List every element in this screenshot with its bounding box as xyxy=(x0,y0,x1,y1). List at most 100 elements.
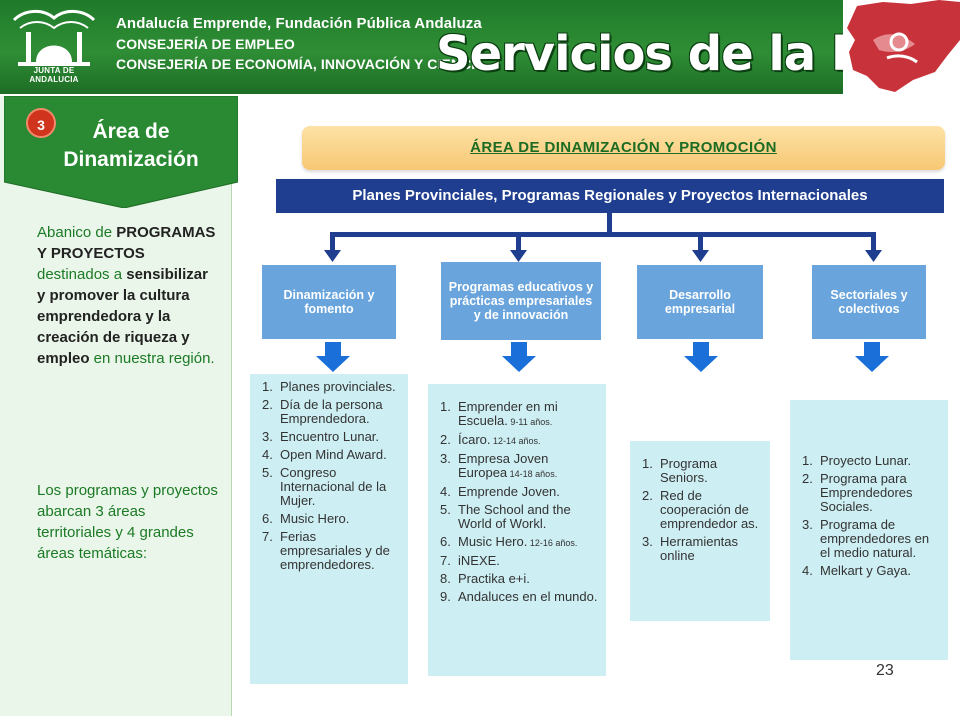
list-item: 5. The School and the World of Workl. xyxy=(440,503,598,531)
category-box-dinamizacion: Dinamización y fomento xyxy=(262,265,396,339)
list-item: 2.Día de la persona Emprendedora. xyxy=(262,398,398,426)
list-item-number: 2. xyxy=(802,471,813,486)
list-item-age: 14-18 años. xyxy=(507,469,558,479)
list-item: 3. Encuentro Lunar. xyxy=(262,430,398,444)
category-box-programas-educativos: Programas educativos y prácticas empresa… xyxy=(441,262,601,340)
list-item-age: 12-16 años. xyxy=(527,538,578,548)
list-item: 9. Andaluces en el mundo. xyxy=(440,590,598,604)
desc-part-2: PROGRAMAS Y PROYECTOS xyxy=(37,224,216,262)
iberia-map-icon xyxy=(847,0,960,92)
list-item-text: Practika e+i. xyxy=(458,571,530,586)
category-box-sectoriales: Sectoriales y colectivos xyxy=(812,265,926,339)
list-item: 3. Programa de emprendedores en el medio … xyxy=(802,518,940,560)
area-banner: ÁREA DE DINAMIZACIÓN Y PROMOCIÓN xyxy=(302,126,945,170)
list-item-number: 3. xyxy=(440,451,451,466)
list-item-text: Programa de emprendedores en el medio na… xyxy=(820,517,930,560)
list-item-age: 9-11 años. xyxy=(507,417,553,427)
desc-part-1: Abanico de xyxy=(37,224,117,241)
list-item-number: 8. xyxy=(440,571,451,586)
junta-andalucia-logo-icon xyxy=(12,10,96,66)
list-item-number: 2. xyxy=(262,397,273,412)
list-item: 3. Empresa Joven Europea 14-18 años. xyxy=(440,452,598,481)
list-item-text: Music Hero. xyxy=(280,511,350,526)
list-item-age: 12-14 años. xyxy=(490,436,541,446)
list-item-number: 1. xyxy=(262,379,273,394)
list-item-text: Melkart y Gaya. xyxy=(820,563,912,578)
list-item-text: Red de cooperación de emprendedor as. xyxy=(660,488,759,531)
desc-part-3: destinados a xyxy=(37,266,127,283)
area-title: Área de Dinamización xyxy=(36,118,226,174)
list-item-text: Encuentro Lunar. xyxy=(280,429,380,444)
list-item-number: 5. xyxy=(440,502,451,517)
list-item: 5. Congreso Internacional de la Mujer. xyxy=(262,466,398,508)
list-item-number: 1. xyxy=(642,456,653,471)
connector-lines xyxy=(324,212,882,262)
list-item: 7.iNEXE. xyxy=(440,554,598,568)
list-item-text: Ícaro. xyxy=(458,432,491,447)
list-item-number: 3. xyxy=(642,534,653,549)
list-item-text: Proyecto Lunar. xyxy=(820,453,912,468)
list-item-text: Music Hero. xyxy=(458,534,528,549)
list-item-number: 4. xyxy=(440,484,451,499)
down-arrow-icon xyxy=(684,342,718,372)
organization-lines: Andalucía Emprende, Fundación Pública An… xyxy=(116,14,486,74)
list-item-number: 3. xyxy=(262,429,273,444)
down-arrow-icon xyxy=(502,342,536,372)
org-line-2: CONSEJERÍA DE EMPLEO xyxy=(116,36,295,52)
list-item: 8. Practika e+i. xyxy=(440,572,598,586)
list-item-number: 9. xyxy=(440,589,451,604)
list-item-text: Programa para Emprendedores Sociales. xyxy=(820,471,913,514)
list-item-number: 6. xyxy=(440,534,451,549)
list-item-text: Herramientas online xyxy=(660,534,739,563)
list-item-text: Andaluces en el mundo. xyxy=(458,589,598,604)
list-box-programas-educativos: 1. Emprender en mi Escuela. 9-11 años. 2.… xyxy=(428,384,606,676)
desc-part-5: en nuestra región. xyxy=(89,350,215,367)
area-tab xyxy=(4,96,238,208)
list-item-number: 5. xyxy=(262,465,273,480)
org-line-3: CONSEJERÍA DE ECONOMÍA, INNOVACIÓN Y CIE… xyxy=(116,56,486,72)
list-box-dinamizacion: 1. Planes provinciales. 2.Día de la perso… xyxy=(250,374,408,684)
list-item: 1.Programa Seniors. xyxy=(642,457,762,485)
sidebar-description: Abanico de PROGRAMAS Y PROYECTOS destina… xyxy=(37,222,219,369)
area-number-badge: 3 xyxy=(26,108,56,138)
list-item: 7. Ferias empresariales y de emprendedore… xyxy=(262,530,398,572)
category-box-desarrollo-empresarial: Desarrollo empresarial xyxy=(637,265,763,339)
list-item-text: Emprende Joven. xyxy=(458,484,560,499)
down-arrow-icon xyxy=(316,342,350,372)
header-band xyxy=(0,0,843,94)
list-item: 6. Music Hero. xyxy=(262,512,398,526)
area-title-line-1: Área de xyxy=(92,120,170,143)
list-item-text: Emprender en mi Escuela. xyxy=(458,399,558,428)
tab-shape xyxy=(4,96,238,208)
list-item-number: 2. xyxy=(440,432,451,447)
list-box-desarrollo-empresarial: 1.Programa Seniors. 2. Red de cooperación… xyxy=(630,441,770,621)
list-item-number: 3. xyxy=(802,517,813,532)
list-item: 4.Melkart y Gaya. xyxy=(802,564,940,578)
list-item-text: Empresa Joven Europea xyxy=(458,451,549,480)
desc-part-4: sensibilizar y promover la cultura empre… xyxy=(37,266,208,367)
list-item: 4.Open Mind Award. xyxy=(262,448,398,462)
page-number: 23 xyxy=(876,662,894,679)
list-item-number: 7. xyxy=(262,529,273,544)
list-item-text: The School and the World of Workl. xyxy=(458,502,571,531)
list-item: 2. Programa para Emprendedores Sociales. xyxy=(802,472,940,514)
list-item-text: Ferias empresariales y de emprendedores. xyxy=(280,529,390,572)
sidebar-description-2: Los programas y proyectos abarcan 3 área… xyxy=(37,482,218,562)
list-item-number: 1. xyxy=(440,399,451,414)
list-item: 6. Music Hero. 12-16 años. xyxy=(440,535,598,550)
list-item-text: Planes provinciales. xyxy=(280,379,396,394)
header: JUNTA DE ANDALUCIA Andalucía Emprende, F… xyxy=(0,0,960,96)
list-item-number: 4. xyxy=(262,447,273,462)
list-item-text: Congreso Internacional de la Mujer. xyxy=(280,465,387,508)
list-item-number: 6. xyxy=(262,511,273,526)
org-line-1: Andalucía Emprende, Fundación Pública An… xyxy=(116,15,482,32)
list-item: 3. Herramientas online xyxy=(642,535,762,563)
plans-bar: Planes Provinciales, Programas Regionale… xyxy=(276,179,944,213)
map-area xyxy=(843,0,960,96)
list-item: 1.Proyecto Lunar. xyxy=(802,454,940,468)
list-item-number: 2. xyxy=(642,488,653,503)
area-title-line-2: Dinamización xyxy=(63,148,199,171)
list-item-text: iNEXE. xyxy=(458,553,500,568)
list-item: 1. Planes provinciales. xyxy=(262,380,398,394)
list-item: 2. Red de cooperación de emprendedor as. xyxy=(642,489,762,531)
